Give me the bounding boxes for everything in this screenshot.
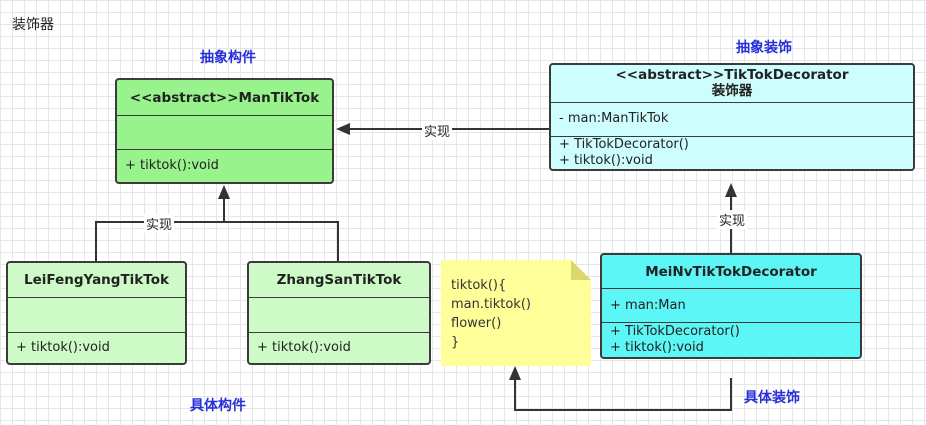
group-label-concrete-decorator: 具体装饰 [744, 390, 800, 406]
meinv-implements-arrow [725, 183, 737, 197]
implements-label-components: 实现 [144, 214, 175, 233]
class-methods: + TikTokDecorator() + tiktok():void [602, 322, 860, 357]
class-man-tiktok[interactable]: <<abstract>>ManTikTok + tiktok():void [115, 78, 334, 184]
class-fields [8, 297, 185, 332]
class-tiktok-decorator[interactable]: <<abstract>>TikTokDecorator 装饰器 - man:Ma… [549, 63, 915, 171]
class-fields: - man:ManTikTok [551, 101, 913, 136]
class-zhangsan-tiktok[interactable]: ZhangSanTikTok + tiktok():void [247, 261, 431, 365]
group-label-abstract-component: 抽象构件 [200, 50, 256, 66]
note-link-line [514, 378, 732, 411]
components-implements-line [95, 221, 339, 262]
method: + tiktok():void [16, 340, 110, 355]
method: + TikTokDecorator() [610, 324, 740, 339]
class-methods: + tiktok():void [8, 332, 185, 363]
class-leifeng-yang-tiktok[interactable]: LeiFengYangTikTok + tiktok():void [6, 261, 187, 365]
note-line: tiktok(){ [451, 278, 507, 293]
class-title: <<abstract>>TikTokDecorator [615, 67, 849, 84]
class-methods: + tiktok():void [249, 332, 429, 363]
note-link-arrow [509, 366, 521, 380]
note-line: } [451, 335, 460, 350]
method: + tiktok():void [257, 340, 351, 355]
class-name: ZhangSanTikTok [276, 272, 402, 288]
method: + tiktok():void [559, 153, 653, 168]
diagram-title: 装饰器 [12, 17, 54, 33]
implements-label-meinv: 实现 [717, 210, 748, 229]
class-fields [249, 297, 429, 332]
class-name: <<abstract>>ManTikTok [129, 89, 320, 106]
class-methods: + tiktok():void [117, 149, 332, 182]
field: - man:ManTikTok [559, 111, 669, 127]
class-methods: + TikTokDecorator() + tiktok():void [551, 136, 913, 169]
field: + man:Man [610, 297, 686, 313]
components-implements-arrow [218, 185, 230, 199]
class-meinv-tiktok-decorator[interactable]: MeiNvTikTokDecorator + man:Man + TikTokD… [600, 253, 862, 359]
method: + tiktok():void [125, 158, 219, 173]
class-fields: + man:Man [602, 288, 860, 322]
method: + tiktok():void [610, 340, 704, 355]
decorator-implements-arrow [336, 123, 350, 135]
class-name: <<abstract>>TikTokDecorator 装饰器 [551, 65, 913, 102]
class-fields [117, 115, 332, 149]
code-note[interactable]: tiktok(){ man.tiktok() flower() } [441, 260, 591, 366]
group-label-concrete-component: 具体构件 [190, 398, 246, 414]
implements-label-decorator: 实现 [422, 121, 453, 140]
note-line: flower() [451, 316, 502, 331]
method: + TikTokDecorator() [559, 137, 689, 152]
class-subtitle: 装饰器 [711, 83, 753, 100]
note-line: man.tiktok() [451, 297, 531, 312]
class-name: LeiFengYangTikTok [24, 272, 169, 288]
group-label-abstract-decorator: 抽象装饰 [736, 40, 792, 56]
class-name: MeiNvTikTokDecorator [645, 263, 817, 280]
